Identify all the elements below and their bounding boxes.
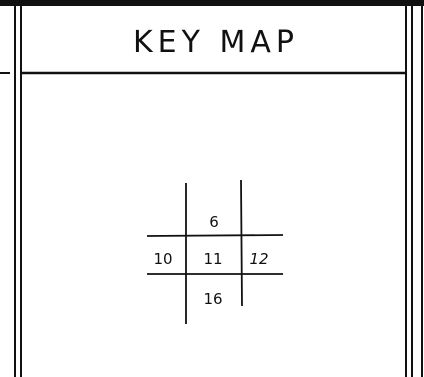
page-title: KEY MAP bbox=[133, 25, 299, 60]
sheet-number-right: 12 bbox=[249, 250, 268, 268]
top-border bbox=[0, 0, 424, 6]
sheet-number-left: 10 bbox=[153, 250, 172, 268]
sheet-number-top: 6 bbox=[209, 213, 219, 231]
grid-vertical-right bbox=[240, 179, 243, 307]
grid-horizontal-top bbox=[146, 234, 284, 237]
sheet-number-center: 11 bbox=[203, 250, 222, 268]
sheet-number-bottom: 16 bbox=[203, 290, 222, 308]
key-map-grid bbox=[146, 179, 284, 324]
